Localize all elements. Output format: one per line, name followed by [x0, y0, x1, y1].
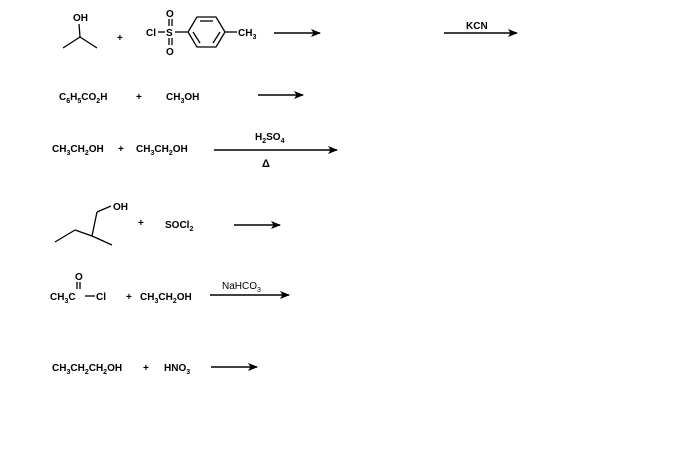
ethanol-formula: CH3CH2OH [140, 292, 192, 305]
hydroxyl-label: OH [73, 13, 88, 24]
sulfur-label: S [166, 28, 173, 39]
chlorine-label: Cl [146, 28, 156, 39]
reaction-6: CH3CH2CH2OH + HNO3 [52, 363, 258, 376]
reaction-2: C6H5CO2H + CH3OH [59, 91, 304, 105]
plus-sign: + [126, 292, 132, 303]
nitric-acid-formula: HNO3 [164, 363, 190, 376]
benzoic-acid-formula: C6H5CO2H [59, 92, 107, 105]
sodium-bicarbonate-reagent: NaHCO3 [222, 281, 261, 294]
isopropanol-structure: OH [62, 13, 98, 49]
propanol-formula: CH3CH2CH2OH [52, 363, 122, 376]
kcn-reagent: KCN [466, 21, 488, 32]
oxygen-bottom-label: O [166, 47, 174, 58]
tosyl-chloride-structure: Cl S O O CH3 [146, 9, 256, 58]
reaction-1: OH + Cl S O O CH3 KCN [62, 9, 518, 58]
thionyl-chloride-formula: SOCl2 [165, 220, 193, 233]
plus-sign: + [136, 92, 142, 103]
acetyl-chloride-structure: O CH3C Cl [50, 272, 106, 305]
carbonyl-oxygen-label: O [75, 272, 83, 283]
heat-symbol: Δ [262, 158, 270, 170]
hydroxyl-label: OH [113, 202, 128, 213]
sulfuric-acid-reagent: H2SO4 [255, 132, 285, 145]
plus-sign: + [117, 33, 123, 44]
methyl-label: CH3 [238, 28, 256, 41]
methanol-formula: CH3OH [166, 92, 199, 105]
reaction-3: CH3CH2OH + CH3CH2OH H2SO4 Δ [52, 132, 338, 170]
reaction-5: O CH3C Cl + CH3CH2OH NaHCO3 [50, 272, 290, 305]
chlorine-label: Cl [96, 292, 106, 303]
ethanol-formula-2: CH3CH2OH [136, 144, 188, 157]
acetyl-carbon-formula: CH3C [50, 292, 76, 305]
plus-sign: + [143, 363, 149, 374]
2-methylbutanol-structure: OH [54, 202, 128, 246]
plus-sign: + [118, 144, 124, 155]
plus-sign: + [138, 218, 144, 229]
oxygen-top-label: O [166, 9, 174, 20]
reaction-4: OH + SOCl2 [54, 202, 281, 246]
ethanol-formula-1: CH3CH2OH [52, 144, 104, 157]
